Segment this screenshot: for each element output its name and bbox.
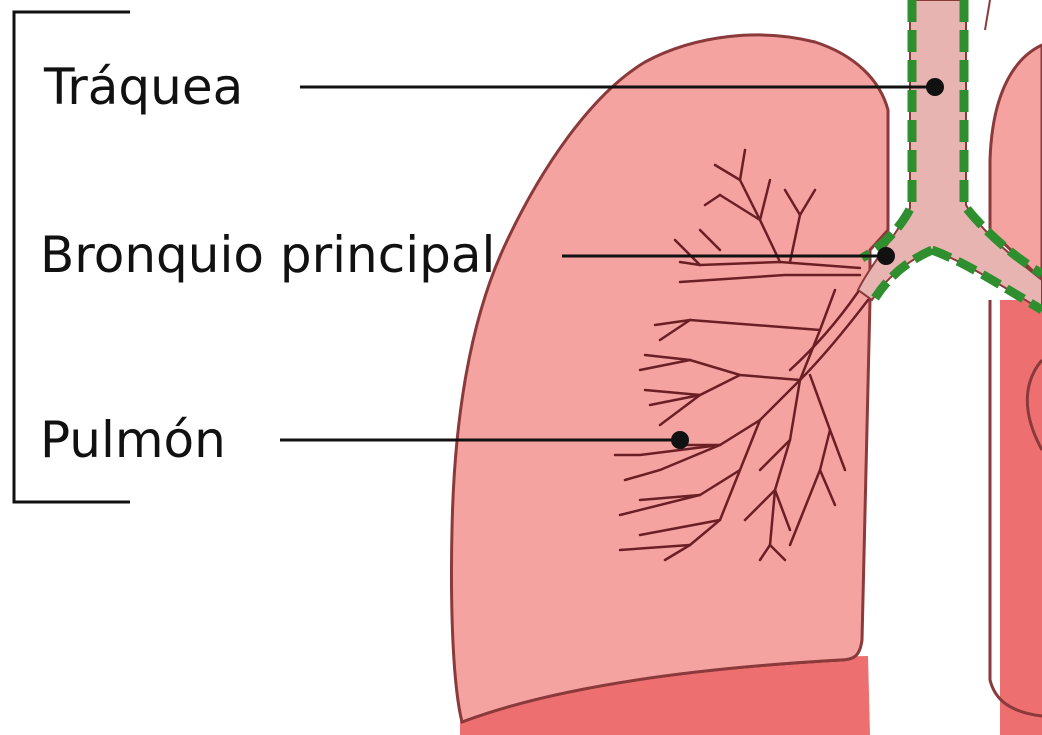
callout-dot-lung xyxy=(671,431,689,449)
right-lung-shadow xyxy=(1000,300,1042,735)
label-main-bronchus: Bronquio principal xyxy=(40,226,495,284)
upper-vessel xyxy=(985,0,990,30)
right-lung xyxy=(990,45,1042,735)
label-trachea: Tráquea xyxy=(43,58,243,116)
callout-dot-bronchus xyxy=(877,247,895,265)
label-lung: Pulmón xyxy=(40,411,226,469)
callout-dot-trachea xyxy=(926,78,944,96)
left-lung-body xyxy=(451,35,888,722)
left-lung xyxy=(451,35,888,735)
